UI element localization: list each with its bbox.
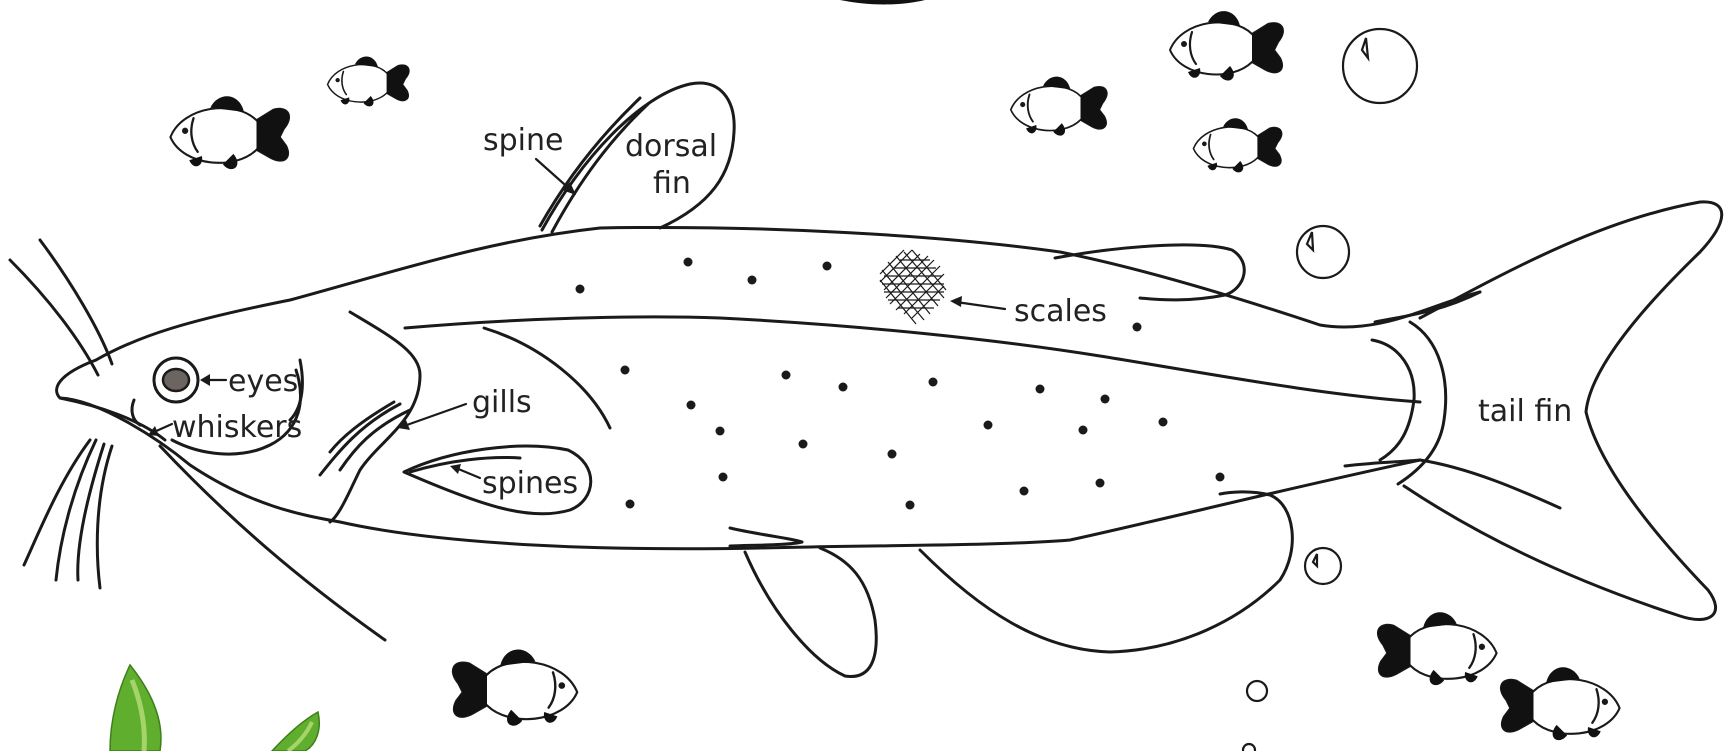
label-dorsal-fin-2: fin <box>653 166 691 201</box>
label-scales: scales <box>1014 294 1107 329</box>
label-whiskers: whiskers <box>172 410 302 445</box>
fish-icon <box>1011 77 1107 136</box>
fish-icon <box>1501 667 1620 740</box>
label-tail-fin: tail fin <box>1478 394 1572 429</box>
lateral-line <box>405 317 1420 402</box>
label-eyes: eyes <box>228 364 298 399</box>
dorsal-spine <box>552 104 648 232</box>
label-spine: spine <box>483 123 563 158</box>
fish-icon <box>170 96 289 169</box>
bubble-icon <box>1247 681 1267 701</box>
bubble-icon <box>1343 29 1417 103</box>
fish-icon <box>328 56 409 106</box>
fish-icon <box>1378 612 1497 685</box>
fish-icon <box>1170 11 1283 80</box>
bubble-icon <box>1305 548 1341 584</box>
label-dorsal-fin: dorsal <box>625 129 717 164</box>
fish-icon <box>1193 118 1281 172</box>
scale-patch <box>880 250 946 324</box>
eye <box>154 358 198 402</box>
pelvic-fin <box>745 548 876 677</box>
gill-cover <box>330 312 420 522</box>
anal-fin <box>920 492 1292 652</box>
spots <box>576 258 1225 510</box>
fish-icon <box>453 649 577 725</box>
label-spines: spines <box>482 466 578 501</box>
bubble-icon <box>1243 744 1255 751</box>
plant-icon <box>110 665 319 751</box>
bubble-icon <box>1297 226 1349 278</box>
label-gills: gills <box>472 385 532 420</box>
partial-shape <box>840 0 925 5</box>
body-outline-top <box>96 227 1480 360</box>
